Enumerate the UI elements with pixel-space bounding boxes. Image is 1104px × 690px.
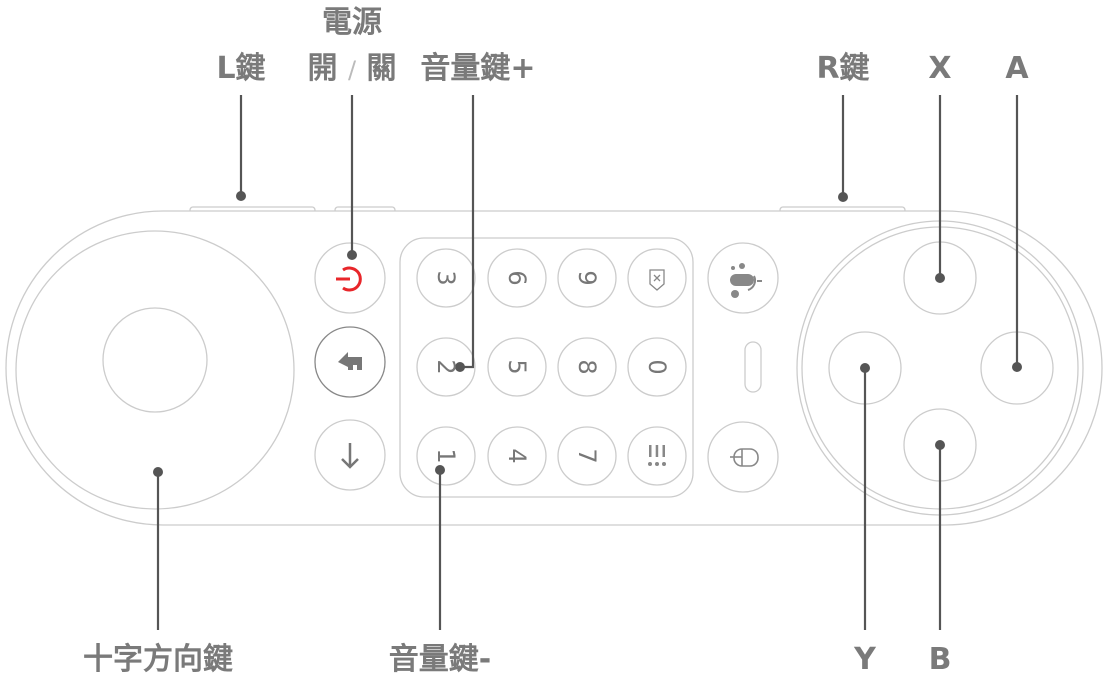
label-on: 開 xyxy=(307,51,338,86)
label-r-key: R鍵 xyxy=(816,51,870,86)
keypad-digit: 2 xyxy=(432,359,460,375)
keypad-button[interactable] xyxy=(416,337,476,397)
mic-icon xyxy=(730,263,762,298)
keypad-digit: 8 xyxy=(573,359,601,375)
keypad-button[interactable] xyxy=(627,337,687,397)
keypad-button[interactable] xyxy=(416,248,476,308)
arrow-down-icon xyxy=(341,443,359,469)
keypad-button[interactable] xyxy=(557,248,617,308)
keypad-digit: 5 xyxy=(503,359,531,375)
label-power: 電源 xyxy=(322,5,382,40)
mic-button[interactable] xyxy=(707,242,779,314)
dpad[interactable] xyxy=(15,230,295,510)
label-power-onoff: 開 / 關 xyxy=(308,54,397,84)
mouse-button[interactable] xyxy=(707,421,779,493)
keypad-digit: 0 xyxy=(643,359,671,375)
keypad-button[interactable] xyxy=(487,248,547,308)
keypad-frame xyxy=(399,237,694,498)
home-button[interactable] xyxy=(314,326,386,398)
power-icon xyxy=(336,266,362,292)
keypad-digit: 7 xyxy=(573,448,601,464)
home-icon xyxy=(338,352,362,370)
bookmark-button[interactable] xyxy=(627,248,687,308)
label-sep: / xyxy=(347,56,357,84)
label-dpad: 十字方向鍵 xyxy=(83,642,233,677)
label-l-key: L鍵 xyxy=(216,51,266,86)
label-volume-down: 音量鍵- xyxy=(388,642,492,677)
power-button[interactable] xyxy=(314,242,386,314)
keypad-digit: 6 xyxy=(503,270,531,286)
dpad-center-button[interactable] xyxy=(102,307,208,413)
menu-dots-icon xyxy=(648,445,666,466)
label-a: A xyxy=(1005,51,1029,86)
label-b: B xyxy=(928,642,952,677)
down-button[interactable] xyxy=(314,419,386,491)
leader-dots xyxy=(153,191,1022,477)
label-y: Y xyxy=(854,642,876,677)
scroll-slider[interactable] xyxy=(744,341,762,393)
mouse-icon xyxy=(730,448,759,467)
keypad-digit: 1 xyxy=(432,448,460,464)
leader-lines xyxy=(156,95,1019,630)
keypad-button[interactable] xyxy=(416,426,476,486)
keypad-digit: 3 xyxy=(432,270,460,286)
menu-button[interactable] xyxy=(627,426,687,486)
label-x: X xyxy=(928,51,952,86)
keypad-button[interactable] xyxy=(557,337,617,397)
remote-body xyxy=(5,210,1103,526)
label-volume-up: 音量鍵+ xyxy=(420,51,536,86)
label-off: 關 xyxy=(366,51,397,86)
keypad-digit: 4 xyxy=(503,448,531,464)
bookmark-x-icon xyxy=(649,269,665,291)
keypad-digit: 9 xyxy=(573,270,601,286)
keypad-button[interactable] xyxy=(487,337,547,397)
keypad-button[interactable] xyxy=(557,426,617,486)
keypad-button[interactable] xyxy=(487,426,547,486)
